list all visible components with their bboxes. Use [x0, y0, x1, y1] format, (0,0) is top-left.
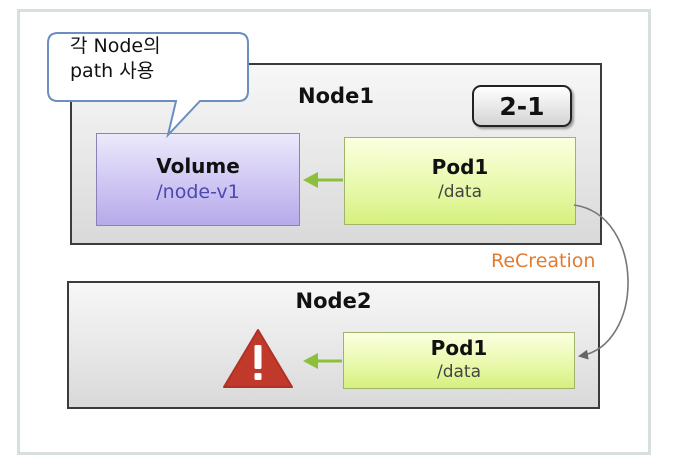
node2-pod-title: Pod1: [430, 336, 488, 360]
volume-box: Volume /node-v1: [96, 133, 300, 226]
node2-pod-box: Pod1 /data: [343, 332, 575, 389]
mount-arrow-node1: [303, 172, 343, 188]
recreation-arrow: [573, 204, 629, 360]
node1-pod-box: Pod1 /data: [344, 137, 576, 225]
warning-triangle-icon: [223, 329, 293, 388]
node1-title: Node1: [298, 84, 374, 108]
volume-path: /node-v1: [156, 181, 240, 203]
callout-line-1: 각 Node의: [70, 35, 161, 57]
callout-bubble: [47, 32, 249, 139]
node1-pod-title: Pod1: [431, 155, 489, 179]
step-badge: 2-1: [472, 85, 572, 127]
node2-title: Node2: [295, 289, 372, 313]
node2-pod-path: /data: [436, 362, 482, 382]
recreation-label: ReCreation: [491, 250, 596, 272]
mount-arrow-node2: [303, 353, 342, 369]
node1-pod-path: /data: [437, 182, 483, 202]
callout-line-2: path 사용: [70, 60, 155, 82]
volume-title: Volume: [156, 154, 240, 178]
callout-text: 각 Node의 path 사용: [70, 34, 161, 84]
